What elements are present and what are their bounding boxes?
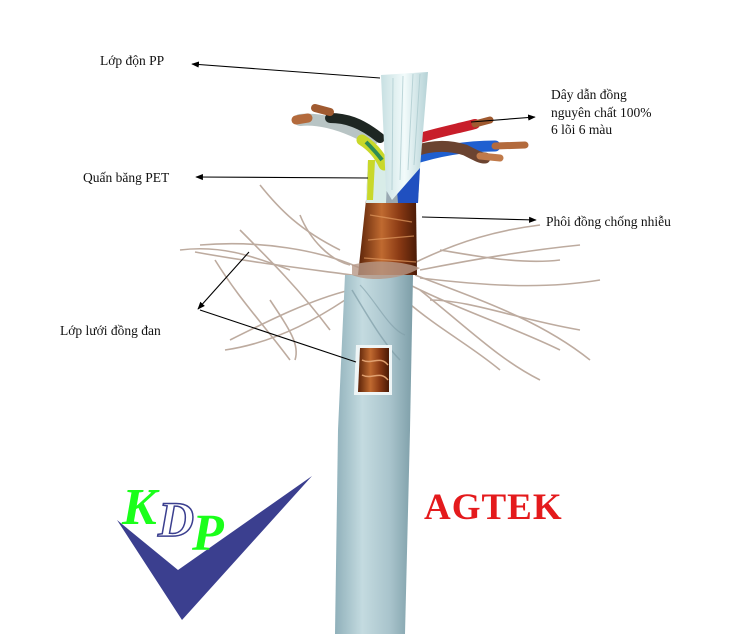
logo-letter-d: D xyxy=(157,490,195,548)
kdp-check-icon xyxy=(117,476,312,620)
label-pp-filler: Lớp độn PP xyxy=(100,53,165,68)
brand-name: AGTEK xyxy=(424,487,563,528)
kdp-logo: K D P xyxy=(120,478,320,578)
pp-filler xyxy=(381,72,428,200)
logo-letter-k: K xyxy=(122,479,157,536)
label-copper-foil: Phôi đồng chống nhiễu xyxy=(546,214,671,229)
logo-letter-p: P xyxy=(192,505,224,562)
label-pet-tape: Quấn băng PET xyxy=(83,170,170,185)
copper-foil xyxy=(358,200,417,275)
label-conductor-line1: Dây dẫn đồng xyxy=(551,87,627,102)
braid-strands xyxy=(179,184,601,381)
label-copper-braid: Lớp lưới đồng đan xyxy=(60,323,161,338)
annotation-arrows xyxy=(191,61,537,363)
label-conductor-line2: nguyên chất 100% xyxy=(551,105,652,120)
label-conductor-line3: 6 lõi 6 màu xyxy=(551,122,613,137)
cable-jacket xyxy=(335,275,413,634)
